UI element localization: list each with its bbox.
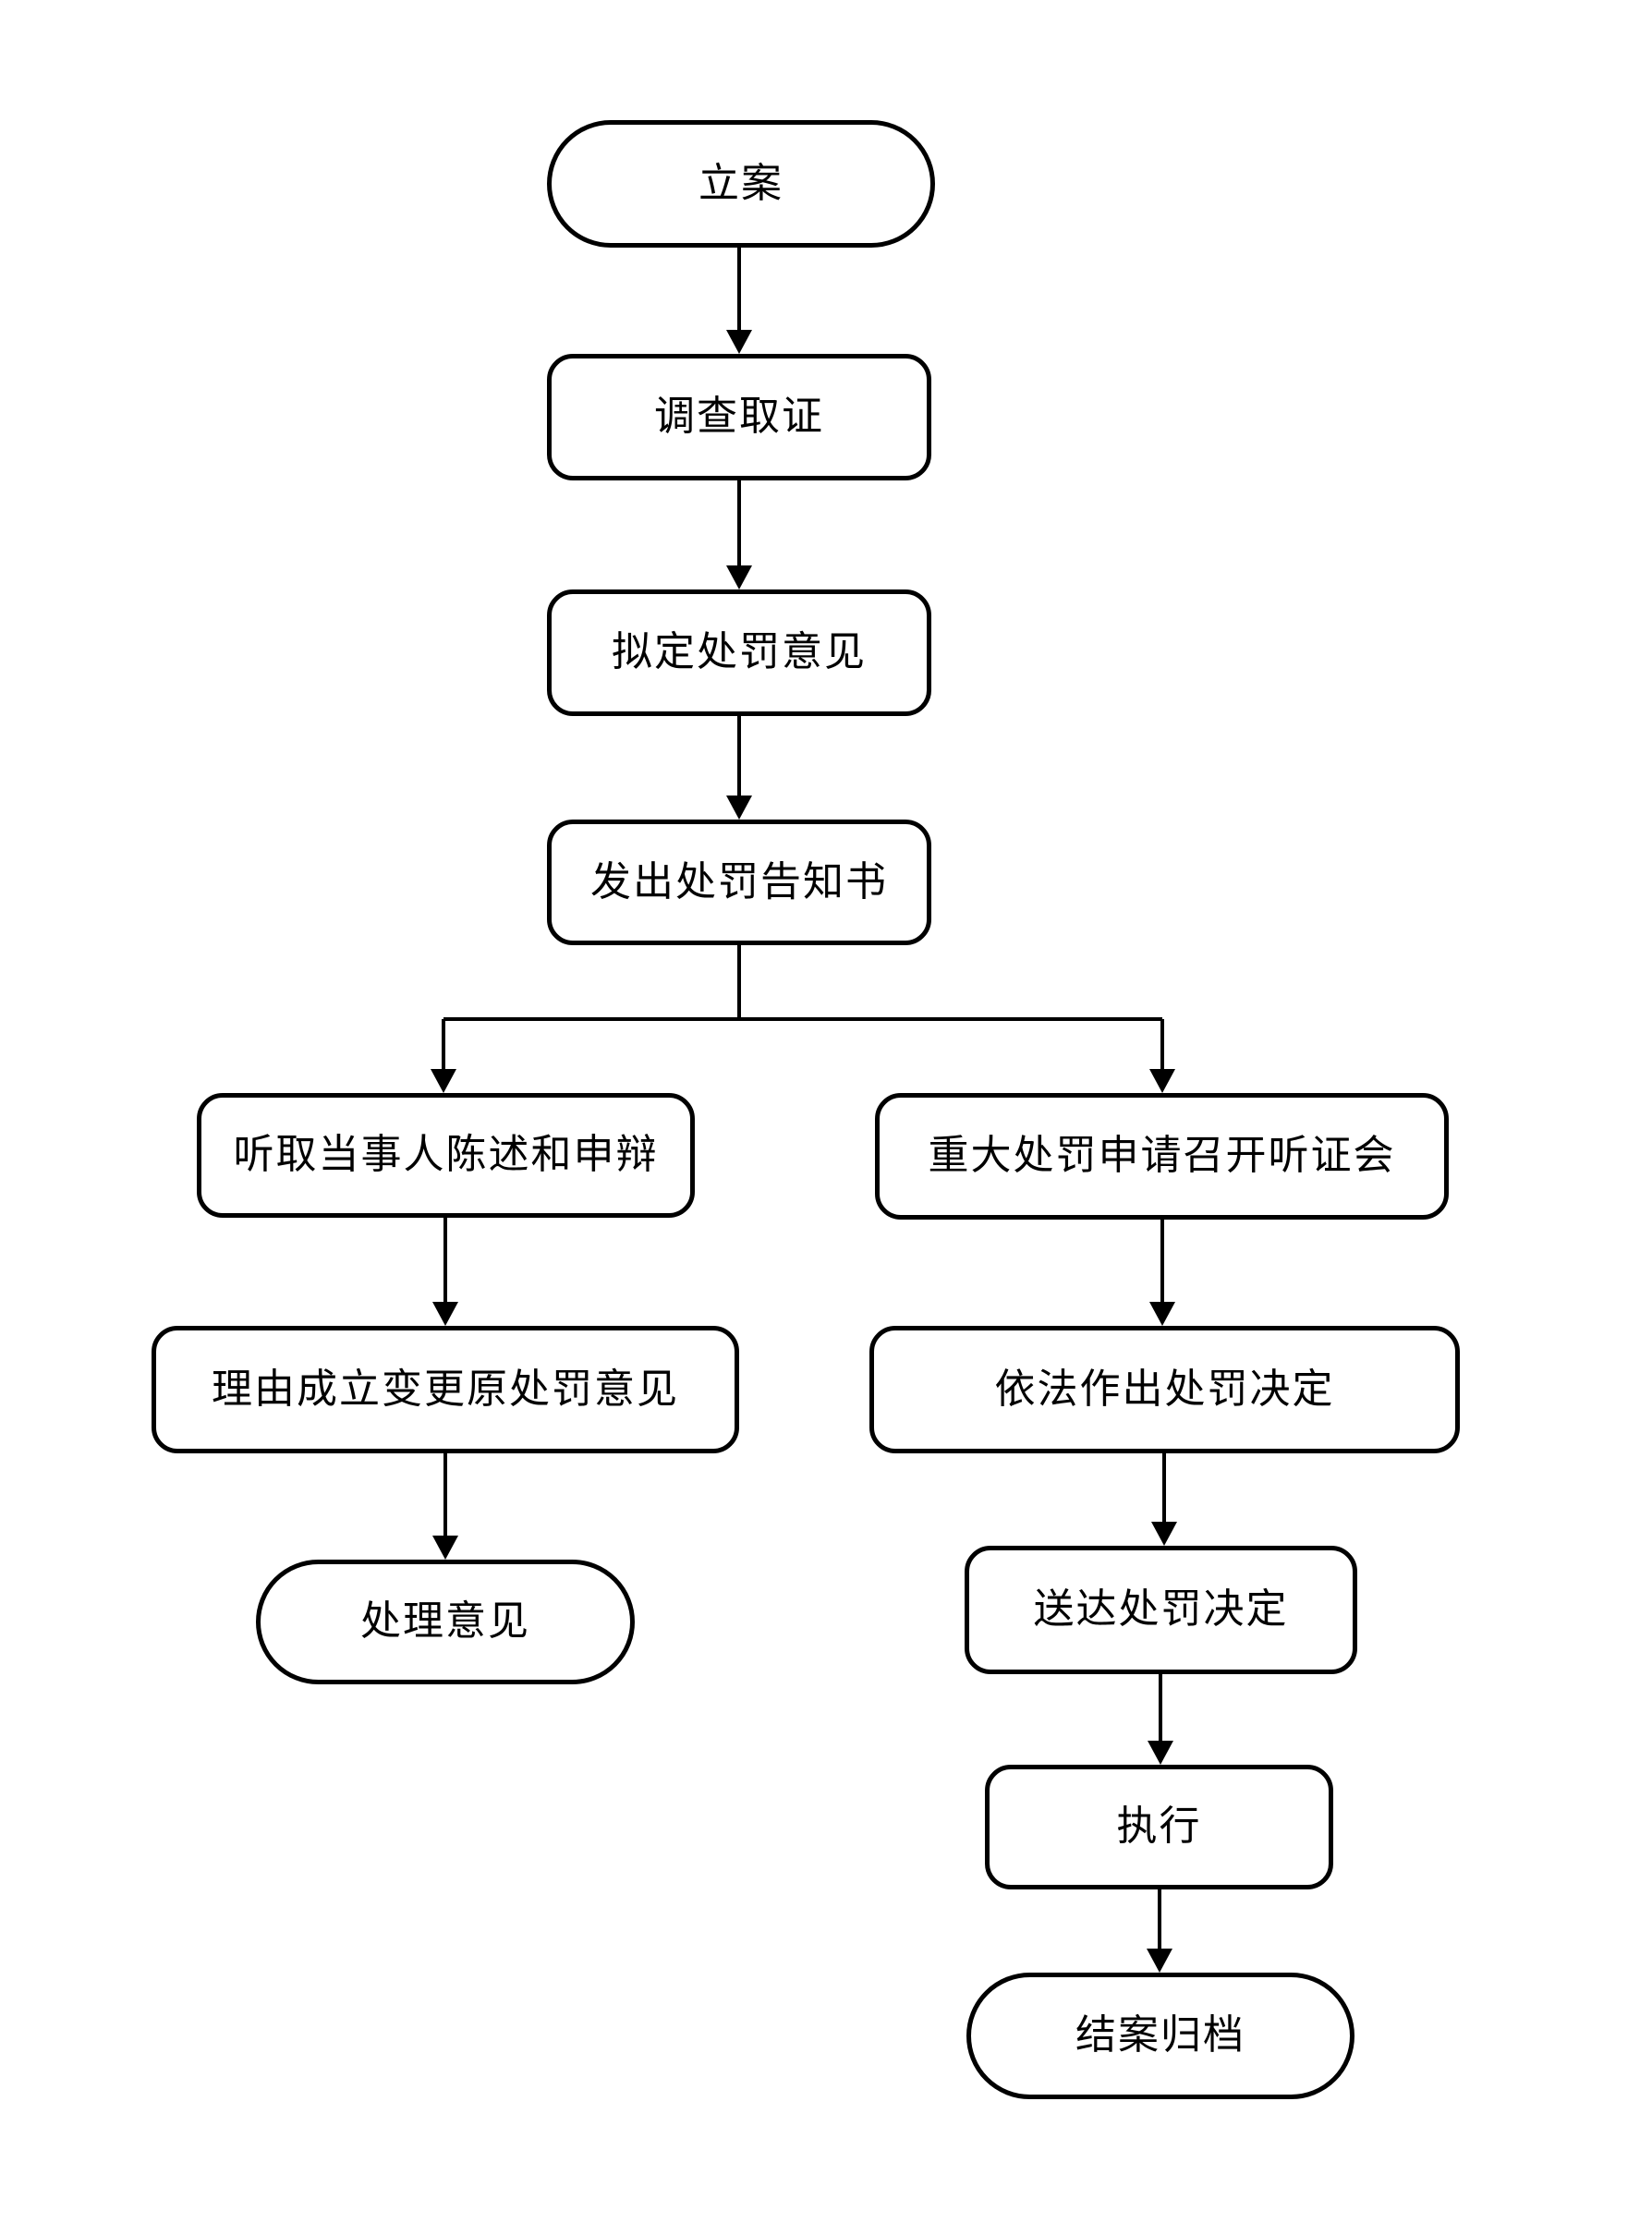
node-execute-label: 执行 [1116, 1804, 1202, 1850]
node-case-filing-label: 立案 [698, 160, 783, 206]
node-deliver-penalty-decision-label: 送达处罚决定 [1033, 1586, 1289, 1633]
node-handling-opinion-label: 处理意见 [360, 1598, 530, 1645]
node-issue-penalty-notice-label: 发出处罚告知书 [590, 858, 888, 905]
node-investigation: 调查取证 [547, 354, 931, 480]
node-make-penalty-decision: 依法作出处罚决定 [869, 1326, 1460, 1453]
node-change-original-opinion: 理由成立变更原处罚意见 [152, 1326, 739, 1453]
node-draft-penalty-opinion-label: 拟定处罚意见 [612, 629, 867, 675]
node-close-and-archive-label: 结案归档 [1075, 2012, 1245, 2059]
node-case-filing: 立案 [547, 120, 935, 248]
node-major-penalty-hearing: 重大处罚申请召开听证会 [875, 1093, 1449, 1220]
node-execute: 执行 [985, 1765, 1333, 1889]
node-close-and-archive: 结案归档 [966, 1973, 1354, 2099]
node-issue-penalty-notice: 发出处罚告知书 [547, 820, 931, 945]
node-draft-penalty-opinion: 拟定处罚意见 [547, 589, 931, 716]
node-investigation-label: 调查取证 [654, 394, 824, 440]
node-hear-statement-defense: 听取当事人陈述和申辩 [197, 1093, 695, 1218]
node-major-penalty-hearing-label: 重大处罚申请召开听证会 [928, 1133, 1396, 1179]
node-handling-opinion: 处理意见 [256, 1560, 635, 1684]
node-make-penalty-decision-label: 依法作出处罚决定 [994, 1366, 1335, 1412]
node-change-original-opinion-label: 理由成立变更原处罚意见 [212, 1366, 679, 1412]
node-hear-statement-defense-label: 听取当事人陈述和申辩 [233, 1132, 659, 1178]
node-deliver-penalty-decision: 送达处罚决定 [965, 1546, 1357, 1674]
